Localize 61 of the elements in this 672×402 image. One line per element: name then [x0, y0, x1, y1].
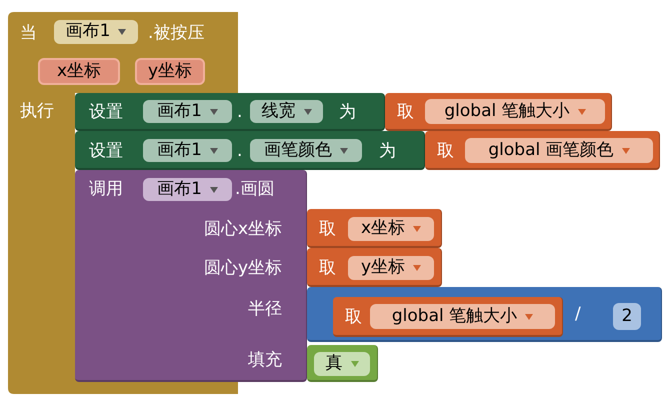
block-label: .	[237, 140, 242, 162]
block-label: 设置	[89, 101, 123, 123]
getter-block	[385, 93, 612, 131]
setter-block	[75, 93, 385, 131]
setter-block	[75, 131, 425, 170]
block-label: 当	[20, 22, 37, 44]
block-label: 取	[319, 218, 336, 240]
field-text: 画布1	[157, 178, 202, 201]
block-label: 半径	[247, 298, 282, 320]
getter-block	[333, 297, 563, 337]
dropdown	[465, 138, 653, 163]
block-label: 取	[345, 306, 362, 328]
block-label: 调用	[89, 178, 123, 200]
parameter-tag	[38, 58, 120, 85]
field-text: 画布1	[157, 138, 202, 162]
dropdown	[425, 99, 605, 124]
block-label: 圆心y坐标	[202, 257, 282, 279]
field-text: x坐标	[360, 217, 406, 240]
field-text: y坐标	[360, 256, 406, 280]
dropdown	[314, 352, 370, 376]
field-text: 画笔颜色	[264, 138, 332, 162]
logic-block	[307, 345, 378, 382]
field-text: 画布1	[157, 100, 202, 123]
dropdown	[143, 178, 232, 201]
getter-block	[307, 248, 442, 287]
field-text: global 笔触大小	[444, 100, 570, 123]
block-label: /	[575, 303, 581, 325]
math-block	[307, 287, 662, 342]
field-text: global 画笔颜色	[488, 138, 614, 162]
dropdown	[143, 100, 232, 123]
getter-block	[425, 131, 660, 170]
block-label: 设置	[89, 140, 123, 162]
block-label: .	[237, 101, 242, 123]
block-label: 执行	[20, 100, 54, 122]
block-label: 取	[319, 257, 336, 279]
number-field	[613, 303, 641, 330]
block-label: 取	[397, 101, 414, 123]
field-text: 2	[622, 304, 632, 328]
field-text: 线宽	[262, 100, 296, 123]
dropdown	[250, 139, 362, 162]
block-label: .被按压	[148, 22, 204, 44]
dropdown	[250, 100, 323, 123]
block-label: 为	[379, 140, 396, 162]
dropdown	[54, 20, 138, 44]
dropdown	[370, 304, 555, 329]
block-label: 填充	[247, 349, 282, 371]
field-text: y坐标	[148, 60, 192, 83]
field-text: global 笔触大小	[392, 304, 518, 328]
block-label: 取	[437, 140, 454, 162]
block-label: .画圆	[235, 178, 274, 200]
dropdown	[143, 139, 232, 162]
field-text: x坐标	[56, 60, 102, 83]
block-label: 为	[339, 101, 356, 123]
dropdown	[348, 256, 434, 280]
getter-block	[307, 209, 442, 248]
parameter-tag	[135, 58, 205, 85]
dropdown	[348, 217, 434, 241]
method-call-block	[75, 170, 307, 382]
field-text: 画布1	[66, 20, 110, 44]
field-text: 真	[326, 352, 342, 376]
block-label: 圆心x坐标	[202, 218, 282, 240]
